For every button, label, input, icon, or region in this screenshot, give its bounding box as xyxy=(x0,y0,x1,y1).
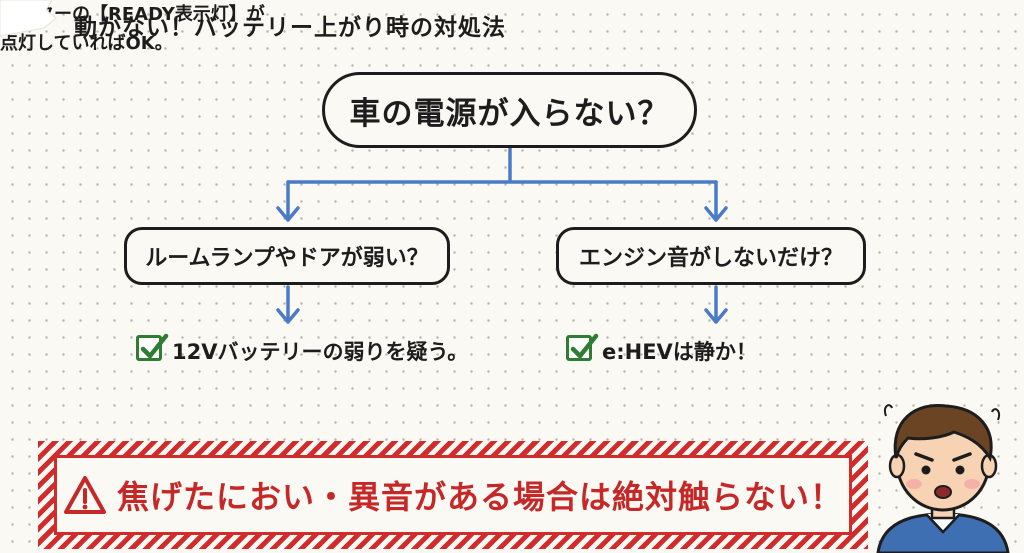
right-answer-note: メーターの【READY表示灯】が 点灯していればOK。 xyxy=(0,0,1024,58)
checkbox-check-icon xyxy=(566,333,599,361)
checkbox-check-icon xyxy=(136,333,169,361)
warning-text: 焦げたにおい・異音がある場合は絶対触らない！ xyxy=(116,478,843,516)
paper-scrap xyxy=(0,0,57,37)
note-line: メーターの【READY表示灯】が xyxy=(0,4,265,25)
worried-man-icon xyxy=(876,403,1010,553)
right-question: エンジン音がしないだけ？ xyxy=(556,227,866,285)
left-answer: 12Vバッテリーの弱りを疑う。 xyxy=(172,340,469,364)
arrow-down-icon xyxy=(704,285,728,324)
warning-inner: 焦げたにおい・異音がある場合は絶対触らない！ xyxy=(54,455,852,535)
note-line: 点灯していればOK。 xyxy=(0,33,173,54)
arrow-down-icon xyxy=(276,180,300,222)
root-question: 車の電源が入らない？ xyxy=(322,72,697,148)
page-title: 動かない！バッテリー上がり時の対処法 xyxy=(74,15,506,41)
left-question: ルームランプやドアが弱い？ xyxy=(124,227,450,285)
warning-triangle-icon xyxy=(63,476,106,514)
arrow-down-icon xyxy=(276,285,300,324)
right-answer: e:HEVは静か！ xyxy=(602,340,757,364)
warning-banner: 焦げたにおい・異音がある場合は絶対触らない！ xyxy=(38,441,868,549)
arrow-down-icon xyxy=(704,180,728,222)
root-connector xyxy=(286,146,718,184)
